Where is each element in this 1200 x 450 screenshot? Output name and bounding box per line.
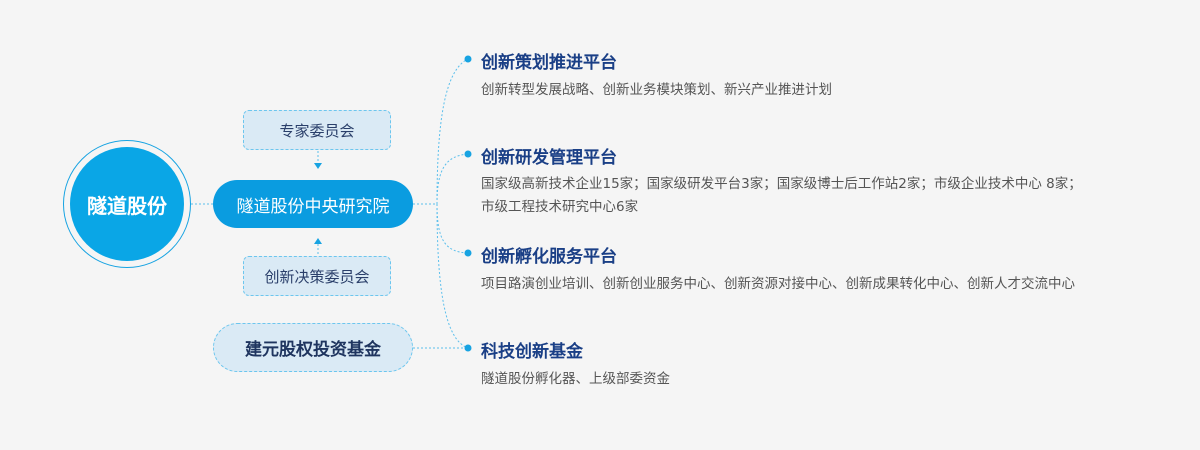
branch-desc: 项目路演创业培训、创新创业服务中心、创新资源对接中心、创新成果转化中心、创新人才… (481, 276, 1075, 292)
center-node: 隧道股份中央研究院 (213, 180, 413, 228)
branch-desc-line2: 市级工程技术研究中心6家 (481, 199, 639, 215)
branch-desc: 创新转型发展战略、创新业务模块策划、新兴产业推进计划 (481, 82, 832, 98)
branch-desc: 隧道股份孵化器、上级部委资金 (481, 371, 670, 387)
root-node: 隧道股份 (63, 140, 191, 268)
branch-title: 创新策划推进平台 (481, 53, 617, 73)
fund-node: 建元股权投资基金 (213, 323, 413, 372)
branch-title: 创新研发管理平台 (481, 148, 617, 168)
root-label: 隧道股份 (70, 147, 184, 261)
branch-desc: 国家级高新技术企业15家；国家级研发平台3家；国家级博士后工作站2家；市级企业技… (481, 176, 1082, 192)
expert-committee-node: 专家委员会 (243, 110, 391, 150)
branch-title: 科技创新基金 (481, 342, 583, 362)
decision-committee-node: 创新决策委员会 (243, 256, 391, 296)
branch-title: 创新孵化服务平台 (481, 247, 617, 267)
